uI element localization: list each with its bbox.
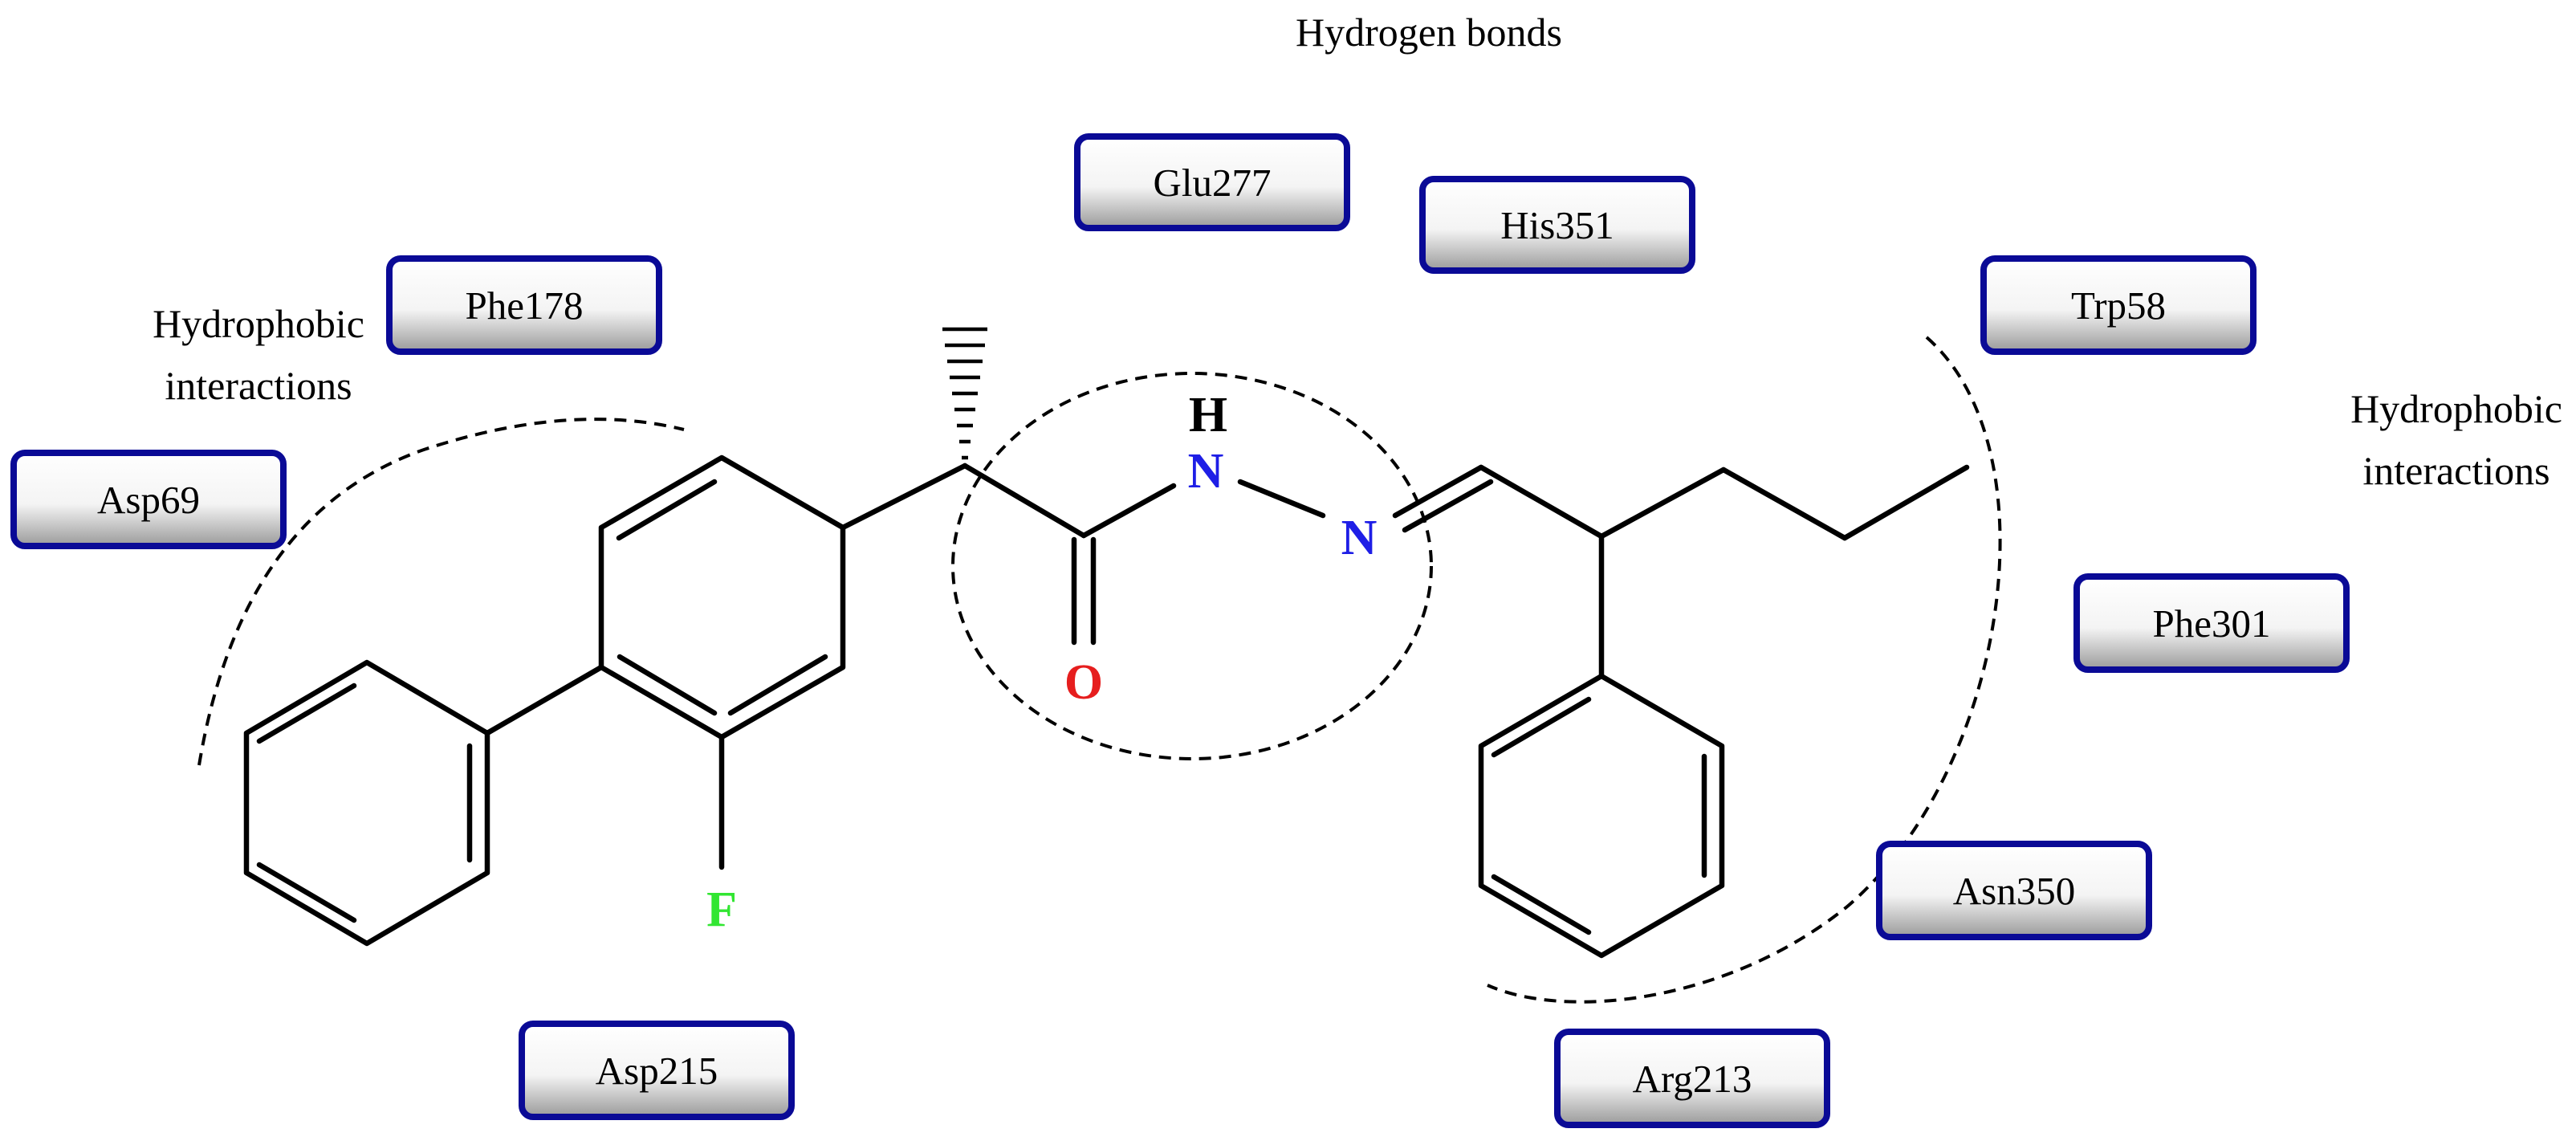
atom-h: H <box>1189 388 1227 442</box>
residue-arg213-label: Arg213 <box>1633 1057 1752 1101</box>
hydrogen-bonds-label: Hydrogen bonds <box>1296 10 1562 55</box>
residue-asp69: Asp69 <box>10 450 287 549</box>
residue-asp215: Asp215 <box>519 1021 795 1120</box>
atom-n-amide: N <box>1188 444 1224 499</box>
residue-glu277: Glu277 <box>1074 133 1350 231</box>
residue-phe301: Phe301 <box>2073 573 2350 673</box>
atom-o: O <box>1064 655 1103 710</box>
residue-phe301-label: Phe301 <box>2153 601 2271 646</box>
hydrophobic-right-label-line1: Hydrophobic <box>2350 386 2562 431</box>
atom-n-imine: N <box>1341 511 1378 565</box>
residue-trp58: Trp58 <box>1980 255 2257 355</box>
hydrophobic-right-label-line2: interactions <box>2362 448 2550 493</box>
residue-phe178-label: Phe178 <box>466 283 584 328</box>
fluorophenyl-ring <box>598 454 846 740</box>
residue-glu277-label: Glu277 <box>1154 161 1272 205</box>
atom-f: F <box>706 882 737 937</box>
phenyl-ring-right <box>1478 673 1725 959</box>
residue-trp58-label: Trp58 <box>2071 283 2166 328</box>
residue-asn350-label: Asn350 <box>1953 869 2075 913</box>
residue-asn350: Asn350 <box>1876 841 2152 940</box>
residue-phe178: Phe178 <box>386 255 662 355</box>
residue-asp69-label: Asp69 <box>97 478 200 522</box>
molecule-bonds <box>243 454 1970 959</box>
hydrophobic-left-region-arc <box>197 418 685 766</box>
hydrophobic-left-label-line2: interactions <box>165 363 352 408</box>
stereo-hash-wedge <box>942 327 987 460</box>
residue-his351: His351 <box>1419 176 1695 274</box>
residue-arg213: Arg213 <box>1554 1029 1830 1128</box>
hydrogen-bond-region-ellipse <box>951 372 1433 760</box>
phenyl-ring-left <box>243 659 490 947</box>
residue-asp215-label: Asp215 <box>596 1049 718 1093</box>
hydrophobic-left-label-line1: Hydrophobic <box>153 301 364 346</box>
residue-his351-label: His351 <box>1500 203 1614 247</box>
